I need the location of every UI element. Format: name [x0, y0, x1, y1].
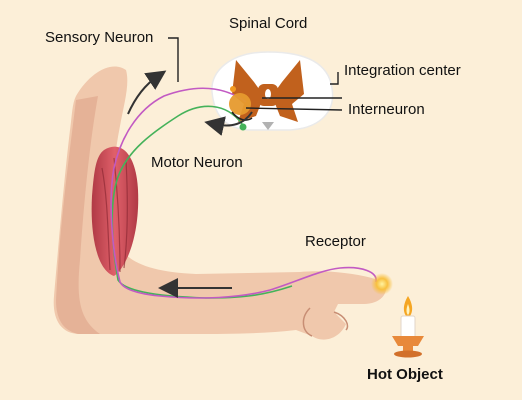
receptor-glow — [371, 273, 393, 295]
integration-center — [229, 93, 253, 121]
label-sensory-neuron: Sensory Neuron — [45, 29, 154, 46]
arrow-sensory-up — [127, 70, 167, 115]
label-spinal-cord: Spinal Cord — [229, 15, 308, 32]
arm-skin — [53, 66, 387, 340]
sensory-terminal — [230, 86, 236, 92]
spinal-cord — [211, 51, 334, 131]
central-canal — [265, 89, 271, 99]
biceps-muscle — [91, 146, 139, 276]
label-integration-center: Integration center — [344, 62, 461, 79]
arm — [53, 66, 387, 340]
motor-terminal — [239, 123, 247, 131]
label-hot-object: Hot Object — [367, 366, 443, 383]
label-interneuron: Interneuron — [348, 101, 425, 118]
label-motor-neuron: Motor Neuron — [151, 154, 243, 171]
leader-lines — [168, 37, 343, 111]
hot-object-candle — [392, 296, 424, 358]
arrow-interneuron-return — [204, 111, 253, 136]
label-receptor: Receptor — [305, 233, 366, 250]
sensory-neuron-path — [110, 87, 377, 299]
